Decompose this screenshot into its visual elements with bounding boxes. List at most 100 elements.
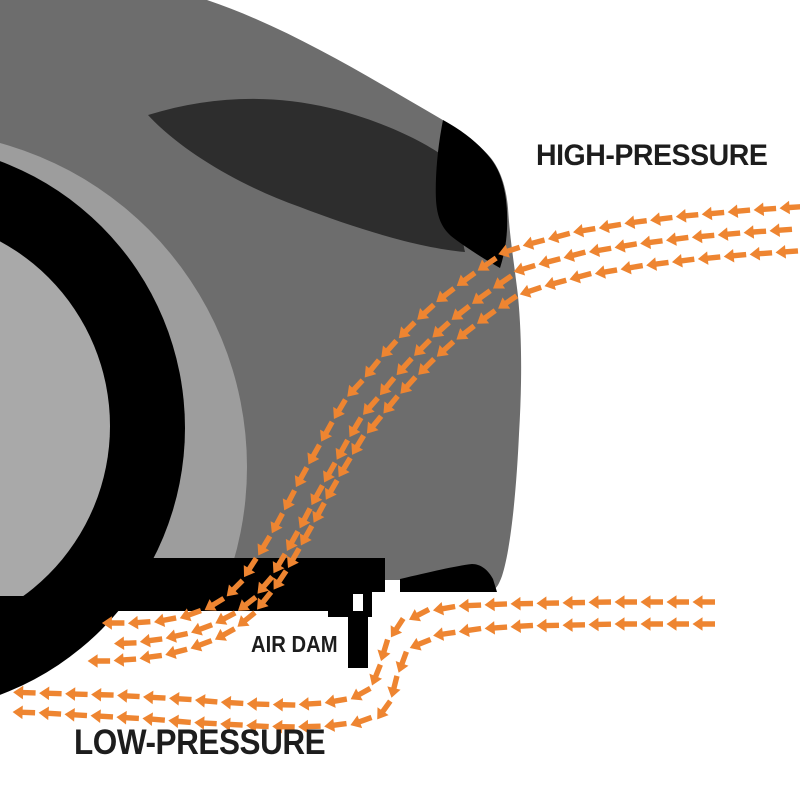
airflow-arrow-icon [717, 227, 741, 241]
airflow-arrow-icon [432, 601, 456, 616]
airflow-arrow-icon [492, 273, 514, 289]
airflow-arrow-icon [697, 251, 721, 265]
airflow-arrow-icon [510, 619, 534, 633]
air-dam [328, 611, 372, 668]
airflow-arrow-icon [113, 653, 137, 667]
airflow-arrow-icon [65, 687, 88, 701]
airflow-arrow-icon [614, 595, 637, 609]
airflow-arrow-icon [624, 215, 648, 230]
airflow-arrow-icon [387, 675, 401, 698]
airflow-arrow-icon [142, 712, 166, 726]
airflow-arrow-icon [347, 378, 365, 397]
airflow-arrow-icon [282, 489, 297, 511]
airflow-arrow-icon [377, 638, 391, 662]
airflow-arrow-icon [433, 627, 456, 641]
car-graphic [0, 0, 522, 695]
airflow-arrow-icon [769, 223, 793, 237]
airflow-arrow-icon [237, 610, 257, 627]
airflow-arrow-icon [350, 685, 372, 701]
airflow-arrow-icon [536, 618, 560, 633]
airflow-arrow-icon [381, 338, 399, 358]
airflow-arrow-icon [547, 230, 571, 244]
airflow-arrow-icon [298, 719, 321, 734]
airflow-arrow-icon [363, 396, 380, 415]
airflow-arrow-icon [562, 595, 586, 610]
airflow-arrow-icon [476, 308, 497, 324]
airflow-arrow-icon [691, 229, 715, 244]
airflow-arrow-icon [169, 692, 192, 706]
airflow-arrow-icon [194, 716, 217, 730]
airflow-arrow-icon [117, 689, 140, 703]
airflow-arrow-icon [168, 714, 191, 729]
airflow-arrow-icon [573, 223, 596, 238]
airflow-arrow-icon [640, 617, 663, 631]
airflow-arrow-icon [350, 714, 373, 729]
airflow-arrow-icon [650, 212, 673, 226]
airflow-arrow-icon [484, 621, 508, 635]
airflow-arrow-icon [294, 466, 310, 488]
airflow-arrow-icon [246, 719, 269, 733]
airflow-arrow-icon [324, 718, 347, 732]
airflow-arrow-icon [312, 501, 327, 523]
airflow-arrow-icon [594, 265, 618, 279]
airflow-arrow-icon [337, 456, 353, 478]
airflow-arrow-icon [743, 225, 767, 239]
flow-low-pressure-lane-2 [12, 617, 715, 734]
low-pressure-label: LOW-PRESSURE [74, 723, 326, 762]
airflow-arrow-icon [451, 304, 471, 320]
airflow-arrow-icon [723, 248, 747, 263]
airflow-arrow-icon [90, 709, 114, 724]
airflow-arrow-icon [538, 255, 561, 269]
airflow-arrows [12, 200, 800, 734]
airflow-arrow-icon [436, 339, 456, 357]
airflow-arrow-icon [214, 626, 236, 641]
airflow-arrow-icon [127, 615, 151, 630]
airflow-arrow-icon [569, 270, 592, 284]
airflow-arrow-icon [287, 547, 302, 568]
airflow-arrow-icon [436, 286, 456, 303]
airflow-arrow-icon [243, 556, 259, 578]
airflow-arrow-icon [270, 512, 285, 534]
airflow-arrow-icon [749, 246, 773, 261]
airflow-arrow-icon [220, 717, 243, 732]
airflow-arrow-icon [165, 645, 188, 659]
airflow-arrow-icon [498, 293, 519, 309]
airflow-arrow-icon [477, 255, 498, 271]
airflow-arrow-icon [307, 443, 322, 465]
airflow-arrow-icon [562, 618, 586, 632]
flow-low-pressure-lane-1 [13, 595, 715, 712]
airflow-arrow-icon [324, 694, 348, 708]
airflow-arrow-icon [544, 276, 567, 291]
airflow-arrow-icon [588, 595, 612, 610]
airflow-arrow-icon [666, 595, 689, 609]
airflow-arrow-icon [364, 358, 382, 378]
airflow-arrow-icon [396, 356, 414, 376]
airflow-arrow-icon [510, 596, 534, 611]
airflow-arrow-icon [101, 616, 125, 630]
airflow-arrow-icon [369, 663, 383, 686]
air-dam-label: AIR DAM [251, 631, 338, 657]
airflow-arrow-icon [333, 398, 348, 419]
airflow-arrow-icon [215, 610, 237, 625]
airflow-arrow-icon [220, 695, 244, 710]
airflow-arrow-icon [519, 284, 542, 298]
high-pressure-label: HIGH-PRESSURE [536, 139, 768, 172]
airflow-arrow-icon [116, 710, 140, 725]
airflow-arrow-icon [588, 243, 612, 258]
airflow-arrow-icon [395, 650, 409, 673]
airflow-arrow-icon [351, 434, 366, 455]
airflow-arrow-icon [190, 638, 213, 652]
airflow-arrow-icon [640, 235, 663, 250]
airflow-arrow-icon [139, 633, 163, 648]
airflow-arrow-icon [646, 257, 669, 271]
airflow-arrow-icon [154, 613, 177, 627]
airflow-arrow-icon [471, 288, 492, 304]
airflow-arrow-icon [366, 414, 384, 434]
airflow-arrow-icon [598, 219, 622, 234]
airflow-arrow-icon [458, 623, 482, 638]
airflow-arrow-icon [272, 697, 296, 712]
airflow-arrow-icon [273, 569, 289, 590]
airflow-arrow-icon [753, 202, 777, 217]
airflow-arrow-icon [414, 338, 432, 356]
